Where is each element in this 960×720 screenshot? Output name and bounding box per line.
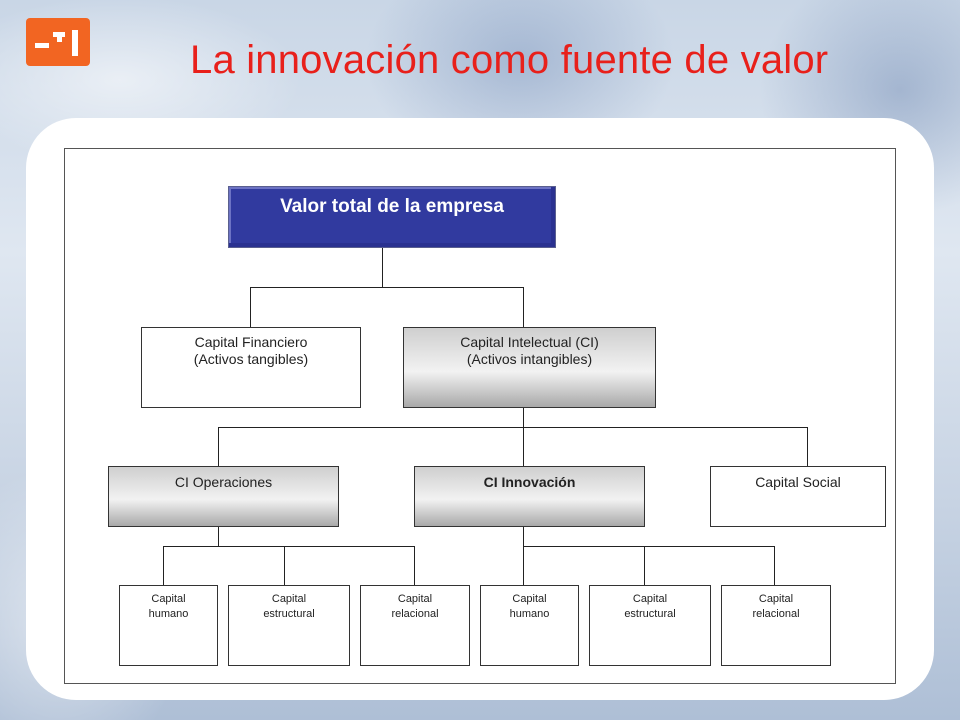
connector [774, 546, 775, 585]
connector [644, 546, 645, 585]
node-label: Capital [271, 593, 307, 605]
node-label: Capital [758, 593, 794, 605]
node-label: Capital Social [755, 474, 841, 490]
node-operaciones-capital-estructural: Capital estructural [228, 585, 350, 666]
node-operaciones-capital-humano: Capital humano [119, 585, 218, 666]
connector [250, 287, 251, 327]
connector [523, 546, 524, 585]
connector [218, 526, 219, 546]
node-ci-operaciones: CI Operaciones [108, 466, 339, 527]
node-innovacion-capital-relacional: Capital relacional [721, 585, 831, 666]
node-label: CI Innovación [483, 474, 576, 490]
connector [523, 407, 524, 427]
node-label: Capital [151, 593, 186, 605]
connector [218, 427, 808, 428]
connector [523, 526, 524, 546]
node-label: (Activos intangibles) [466, 351, 593, 367]
connector [163, 546, 164, 585]
node-label: Capital [397, 593, 433, 605]
connector [523, 287, 524, 327]
node-innovacion-capital-estructural: Capital estructural [589, 585, 711, 666]
node-label: Capital [632, 593, 668, 605]
company-logo [26, 18, 90, 66]
node-capital-intelectual: Capital Intelectual (CI) (Activos intang… [403, 327, 656, 408]
node-label: relacional [391, 608, 439, 620]
node-label: Capital Intelectual (CI) [460, 334, 599, 350]
connector [250, 287, 524, 288]
node-label: humano [148, 608, 189, 620]
connector [807, 427, 808, 466]
node-label: relacional [752, 608, 800, 620]
node-label: (Activos tangibles) [193, 351, 309, 367]
node-label: estructural [624, 608, 676, 620]
connector [163, 546, 415, 547]
node-innovacion-capital-humano: Capital humano [480, 585, 579, 666]
node-capital-social: Capital Social [710, 466, 886, 527]
node-label: estructural [263, 608, 315, 620]
node-label: CI Operaciones [174, 474, 273, 490]
node-root-label: Valor total de la empresa [280, 196, 504, 217]
slide-title: La innovación como fuente de valor [190, 38, 829, 82]
node-operaciones-capital-relacional: Capital relacional [360, 585, 470, 666]
connector [523, 427, 524, 466]
node-ci-innovacion: CI Innovación [414, 466, 645, 527]
node-root: Valor total de la empresa [228, 186, 556, 248]
node-label: Capital Financiero [194, 334, 308, 350]
connector [382, 248, 383, 288]
connector [523, 546, 775, 547]
node-capital-financiero: Capital Financiero (Activos tangibles) [141, 327, 361, 408]
connector [414, 546, 415, 585]
connector [218, 427, 219, 466]
node-label: Capital [512, 593, 547, 605]
connector [284, 546, 285, 585]
node-label: humano [509, 608, 550, 620]
